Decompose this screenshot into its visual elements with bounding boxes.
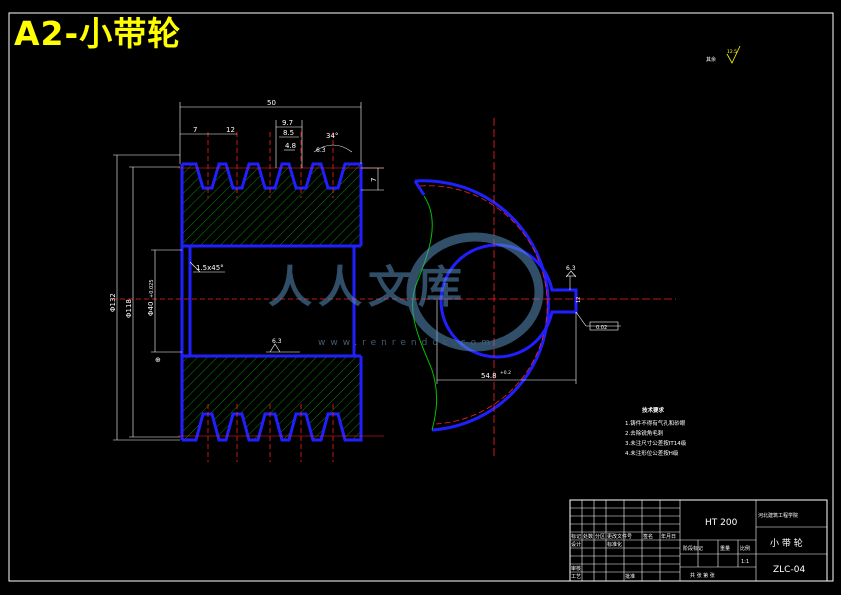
dim-overall-width: 50 [267, 99, 276, 107]
section-view: 50 7 12 9.7 8.5 4.8 34° 6.3 7 Φ132 Φ118 … [109, 99, 400, 462]
dim-bore-tolerance: +0.025 [149, 279, 155, 298]
drawing-title: A2-小带轮 [14, 14, 182, 53]
title-block: 标记 处数 分区 更改文件号 签名 年月日 设计 标准化 审核 工艺 批准 阶段… [569, 499, 828, 582]
dim-groove-bottom: 4.8 [285, 142, 296, 150]
tb-part-name: 小 带 轮 [770, 537, 803, 549]
tb-row-label: 标准化 [607, 541, 622, 548]
lower-rim-section [182, 356, 361, 440]
tb-drawing-no: ZLC-04 [773, 565, 805, 575]
tech-req-item: 2.去除锐角毛刺 [625, 429, 664, 437]
tb-header-label: 年月日 [661, 533, 676, 540]
tb-header-label: 更改文件号 [607, 533, 632, 540]
dim-groove-top: 9.7 [282, 119, 293, 127]
dim-seven: 7 [193, 126, 197, 134]
dim-groove-depth: 7 [370, 178, 378, 182]
tb-stage-label: 重量 [720, 545, 730, 552]
tb-header-label: 签名 [643, 533, 653, 540]
roughness-note-value: 12.5 [727, 49, 737, 55]
tech-req-item: 4.未注形位公差按H级 [625, 449, 679, 457]
dim-keyway: 54.8 [481, 372, 497, 380]
roughness-note-label: 其余 [706, 56, 716, 63]
upper-rim-section [182, 164, 361, 246]
watermark-url: www.renrendoc.com [318, 338, 495, 348]
tb-scale: 1:1 [741, 559, 749, 565]
dim-outer-diameter: Φ132 [109, 293, 117, 312]
tb-stage-label: 阶段标记 [683, 545, 703, 552]
dim-groove-mid: 8.5 [283, 129, 294, 137]
dim-roughness-bore: 6.3 [272, 338, 282, 345]
dim-groove-angle: 34° [326, 132, 338, 140]
dim-bore-diameter: Φ40 [147, 302, 155, 316]
tb-header-label: 处数 [583, 533, 593, 540]
dim-chamfer: 1.5x45° [196, 264, 224, 272]
tb-header-label: 分区 [595, 533, 605, 540]
dim-keyway-tol: +0.2 [500, 370, 511, 376]
watermark: 人人文库 www.renrendoc.com [268, 232, 544, 352]
tb-row-label: 批准 [625, 573, 635, 580]
dim-twelve: 12 [226, 126, 235, 134]
watermark-chinese: 人人文库 [268, 262, 468, 313]
tb-institution: 河北建筑工程学院 [758, 512, 798, 519]
dim-geo-tolerance: 0.02 [596, 325, 607, 331]
tech-req-item: 1.铸件不得有气孔和砂眼 [625, 419, 686, 427]
dim-root-diameter: Φ118 [125, 299, 133, 318]
datum-symbol: ⊕ [155, 356, 161, 364]
roughness-note: 其余 12.5 [706, 45, 741, 64]
tb-row-label: 审核 [571, 565, 581, 572]
drawing-frame [8, 12, 834, 582]
tb-stage-label: 比例 [740, 545, 750, 552]
tb-row-label: 设计 [571, 541, 581, 548]
tb-header-label: 标记 [571, 533, 581, 540]
tb-sheet-info: 共 张 第 张 [690, 572, 715, 579]
tech-req-heading: 技术要求 [642, 406, 665, 414]
dim-keyway-roughness: 6.3 [566, 265, 576, 272]
technical-requirements: 技术要求 1.铸件不得有气孔和砂眼 2.去除锐角毛刺 3.未注尺寸公差按IT14… [625, 406, 687, 457]
tb-material: HT 200 [705, 518, 738, 528]
dim-keyway-width: 12 [576, 297, 582, 303]
dim-roughness-groove: 6.3 [316, 147, 326, 154]
tech-req-item: 3.未注尺寸公差按IT14级 [625, 439, 687, 447]
tb-row-label: 工艺 [571, 574, 581, 580]
